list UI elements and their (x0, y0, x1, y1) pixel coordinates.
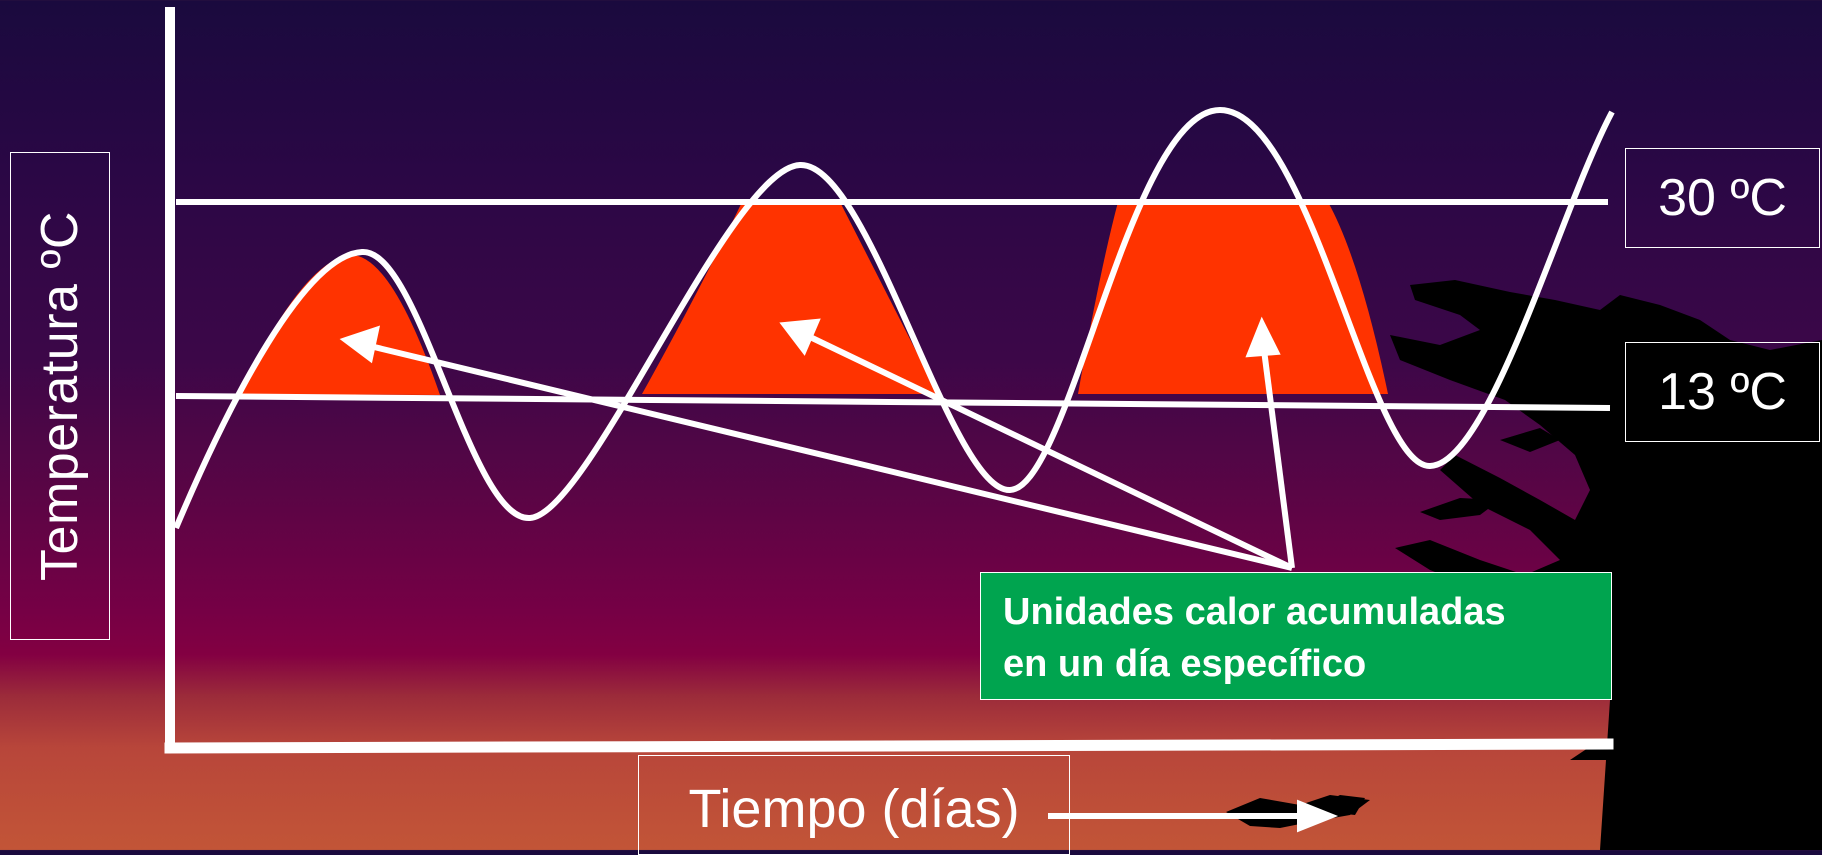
y-axis-label-box: Temperatura ºC (10, 152, 110, 640)
arrow-line-3 (1261, 349, 1295, 569)
lower-threshold-label: 13 ºC (1658, 363, 1787, 421)
temperature-curve (173, 107, 1615, 530)
time-arrowhead (1297, 799, 1339, 833)
threshold-lines (175, 199, 1611, 411)
x-axis-label: Tiempo (días) (688, 779, 1020, 839)
y-axis-label: Temperatura ºC (31, 211, 90, 581)
axes (164, 7, 1614, 754)
heat-area-day-1 (240, 254, 440, 395)
callout-line-1: Unidades calor acumuladas (1003, 591, 1506, 633)
callout-line-2: en un día específico (1003, 643, 1367, 685)
upper-threshold-label: 30 ºC (1658, 169, 1787, 227)
accumulated-heat-areas (240, 202, 1388, 395)
lower-threshold-label-box: 13 ºC (1625, 342, 1820, 442)
x-axis-label-box: Tiempo (días) (638, 755, 1070, 855)
arrowhead-3 (1245, 316, 1281, 358)
heat-area-day-3 (1078, 202, 1388, 394)
arrow-line-2 (806, 333, 1294, 571)
x-axis (164, 738, 1614, 754)
callout-arrows (339, 316, 1339, 833)
upper-threshold-label-box: 30 ºC (1625, 148, 1820, 248)
tree-silhouette (1226, 280, 1822, 850)
threshold-line-13 (175, 393, 1611, 411)
heat-area-day-2 (642, 202, 938, 394)
arrowhead-2 (779, 318, 821, 356)
arrow-line-1 (369, 343, 1293, 571)
heat-units-callout: Unidades calor acumuladas en un día espe… (980, 572, 1612, 700)
arrowhead-1 (339, 325, 381, 364)
